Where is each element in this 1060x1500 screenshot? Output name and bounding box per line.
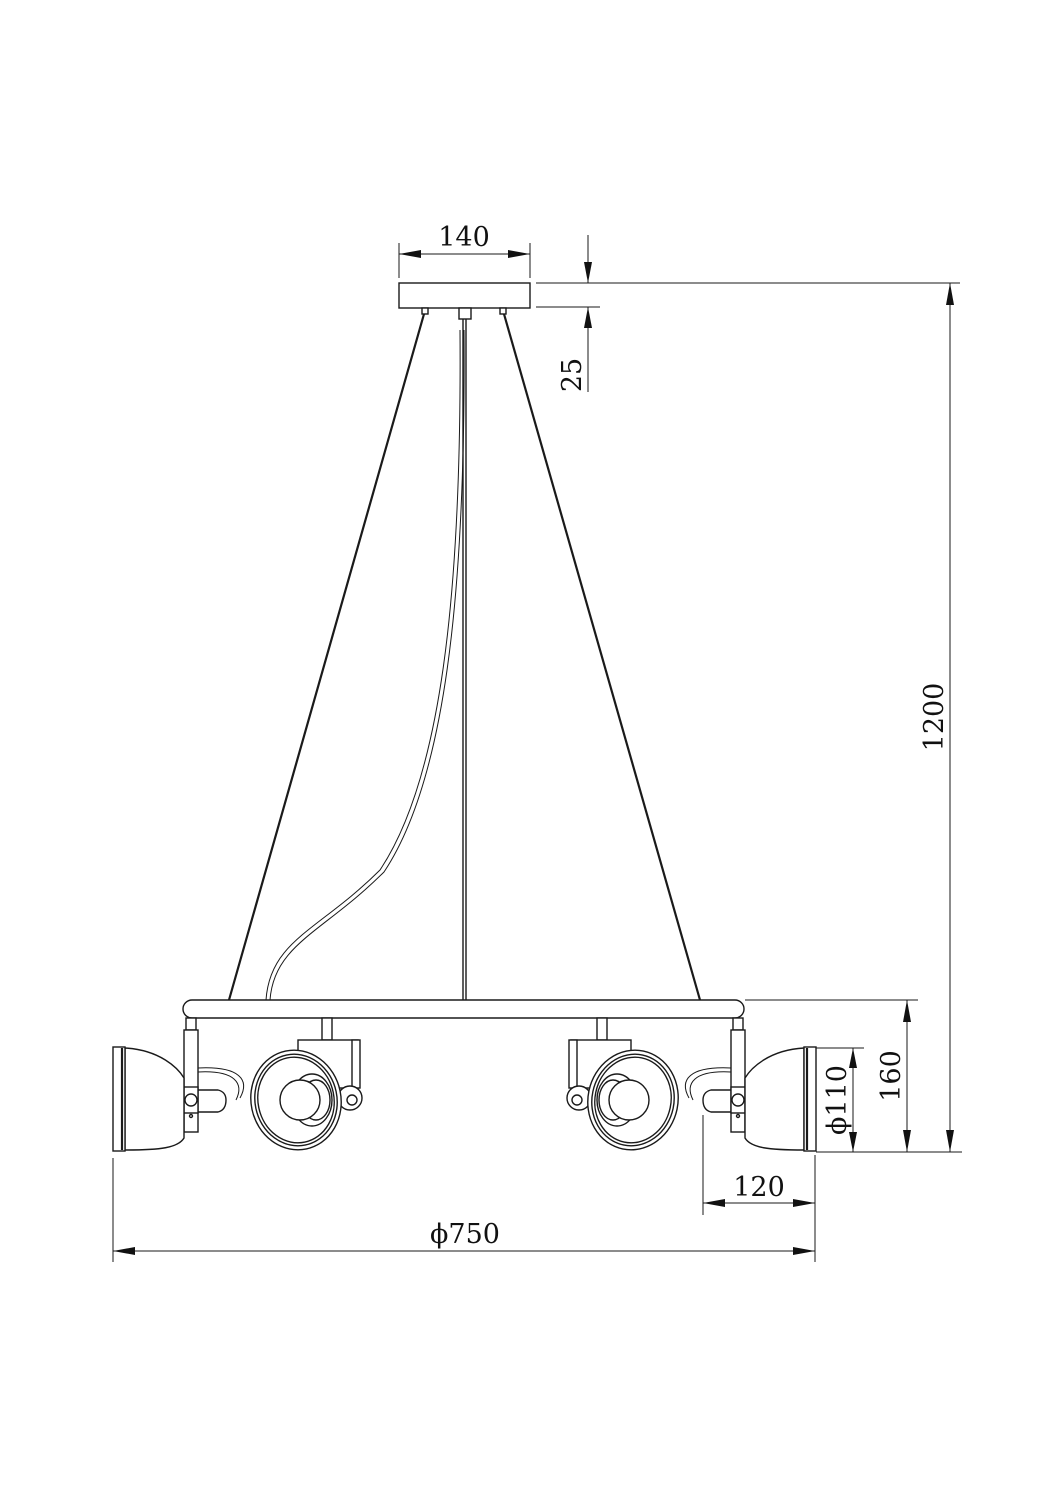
dim-label-ring-diameter: ϕ750	[430, 1219, 500, 1250]
dim-overall-height: 1200	[919, 283, 954, 1152]
horizontal-bar	[182, 999, 745, 1019]
dim-label-overall-height: 1200	[919, 683, 950, 752]
suspension-cables	[227, 313, 702, 1001]
dim-label-shade-projection: 120	[733, 1172, 785, 1203]
spot-head-left-outer	[112, 1017, 245, 1152]
dim-ring-diameter: ϕ750	[112, 1158, 815, 1262]
dim-canopy-width: 140	[398, 222, 531, 278]
power-cord	[265, 329, 465, 1001]
ceiling-canopy	[398, 282, 531, 320]
dim-shade-projection: 120	[702, 1115, 816, 1262]
dim-label-shade-diameter: ϕ110	[822, 1065, 853, 1135]
spot-head-right-outer	[684, 1017, 817, 1152]
dim-label-canopy-width: 140	[438, 222, 490, 253]
dim-shade-height: 160	[745, 999, 962, 1153]
spot-head-right-inner	[566, 1017, 679, 1151]
spot-head-left-inner	[250, 1017, 363, 1151]
dim-shade-diameter: ϕ110	[816, 1047, 864, 1152]
dim-label-shade-height: 160	[876, 1050, 907, 1102]
dim-canopy-height: 25	[536, 235, 960, 392]
dim-label-canopy-height: 25	[557, 358, 588, 392]
